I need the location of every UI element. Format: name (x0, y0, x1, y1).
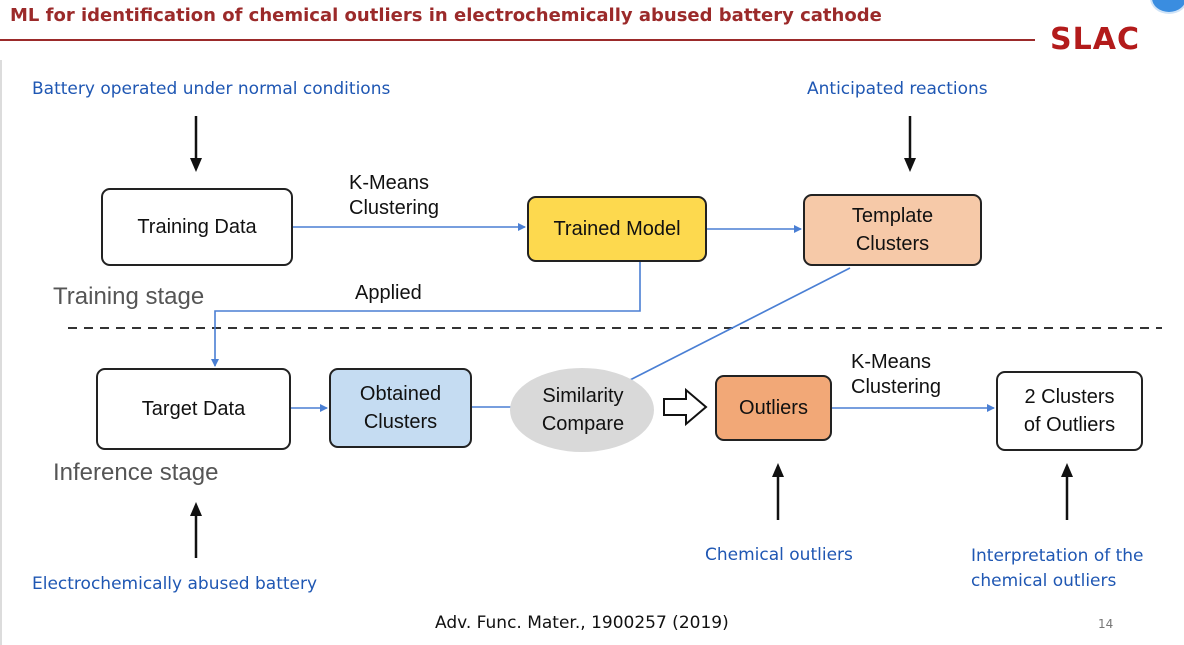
annotation-arrow-abused (190, 502, 202, 558)
node-trained-model: Trained Model (527, 196, 707, 262)
edge-label-kmeans-bottom-line2: Clustering (851, 376, 942, 398)
slide-left-edge (0, 60, 2, 645)
annotation-normal-conditions: Battery operated under normal conditions (32, 79, 391, 99)
page-number: 14 (1098, 617, 1114, 631)
slac-logo: SLAC (1050, 22, 1140, 57)
node-outliers: Outliers (715, 375, 832, 441)
edge-label-kmeans-bottom-line1: K-Means (851, 351, 932, 373)
node-template-clusters: Template Clusters (803, 194, 982, 266)
edge-model-applied-to-target (211, 262, 641, 367)
hollow-arrow-to-outliers (663, 387, 708, 427)
node-two-clusters-of-outliers: 2 Clusters of Outliers (996, 371, 1143, 451)
node-training-data: Training Data (101, 188, 293, 266)
stage-label-inference: Inference stage (53, 459, 219, 486)
annotation-arrow-chemical-outliers (772, 463, 784, 520)
stage-label-training: Training stage (53, 283, 205, 310)
node-two-clusters-line2: of Outliers (1023, 414, 1116, 436)
annotation-arrow-interpretation (1061, 463, 1073, 520)
node-obtained-clusters-line2: Clusters (363, 411, 438, 433)
node-two-clusters-line1: 2 Clusters (1024, 386, 1115, 408)
title-rule (0, 39, 1035, 41)
annotation-interpretation-line2: chemical outliers (971, 571, 1117, 591)
node-template-clusters-line1: Template (851, 205, 934, 227)
node-target-data-label: Target Data (141, 398, 246, 420)
edge-label-kmeans-top: K-Means Clustering (349, 171, 439, 221)
annotation-abused-battery: Electrochemically abused battery (32, 574, 318, 594)
node-target-data: Target Data (96, 368, 291, 450)
node-similarity-compare-shape (510, 368, 654, 452)
node-obtained-clusters: Obtained Clusters (329, 368, 472, 448)
node-obtained-clusters-line1: Obtained (359, 383, 442, 405)
node-similarity-compare-line2: Compare (541, 413, 625, 435)
edge-label-applied: Applied (355, 282, 422, 304)
annotation-interpretation-line1: Interpretation of the (971, 546, 1144, 566)
node-outliers-label: Outliers (739, 397, 808, 419)
citation: Adv. Func. Mater., 1900257 (2019) (435, 613, 729, 633)
node-trained-model-label: Trained Model (553, 218, 681, 240)
annotation-anticipated-reactions: Anticipated reactions (807, 79, 988, 99)
node-similarity-compare-line1: Similarity (542, 385, 624, 407)
edge-label-kmeans-bottom: K-Means Clustering (851, 350, 941, 400)
annotation-chemical-outliers: Chemical outliers (705, 545, 853, 565)
node-template-clusters-line2: Clusters (855, 233, 930, 255)
node-similarity-compare: Similarity Compare (512, 368, 654, 452)
annotation-arrow-normal (190, 116, 202, 172)
node-training-data-label: Training Data (137, 216, 257, 238)
annotation-arrow-anticipated (904, 116, 916, 172)
edge-label-kmeans-top-line2: Clustering (349, 197, 440, 219)
edge-template-to-similarity (629, 267, 851, 381)
edge-label-kmeans-top-line1: K-Means (349, 172, 430, 194)
slide-title: ML for identification of chemical outlie… (10, 5, 882, 26)
